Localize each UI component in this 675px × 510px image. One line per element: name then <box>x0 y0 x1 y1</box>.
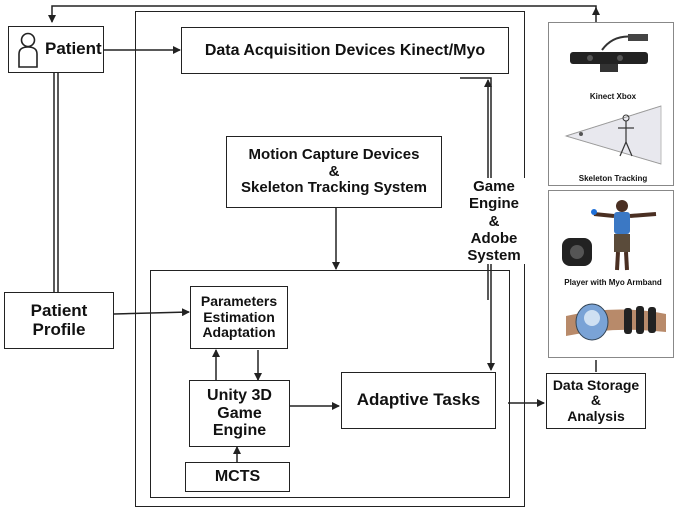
patient-profile-node: Patient Profile <box>4 292 114 349</box>
mcts-label: MCTS <box>214 468 261 486</box>
profile-to-parameters-arrow <box>113 308 190 317</box>
patient-node: Patient <box>8 26 104 73</box>
acquisition-to-tasks-arrow <box>460 77 495 371</box>
adaptive-tasks-label: Adaptive Tasks <box>356 390 481 410</box>
patient-label: Patient <box>45 39 102 59</box>
parameters-label: Parameters Estimation Adaptation <box>200 293 278 341</box>
player-myo-image <box>562 200 657 271</box>
person-icon <box>18 32 38 68</box>
data-acquisition-node: Data Acquisition Devices Kinect/Myo <box>181 27 509 74</box>
mcts-node: MCTS <box>185 462 290 492</box>
data-storage-label: Data Storage & Analysis <box>552 376 640 424</box>
myo-armband-image <box>566 303 666 341</box>
skeleton-tracking-image <box>564 105 662 165</box>
inner-frame <box>150 270 510 498</box>
kinect-image-panel <box>548 22 674 186</box>
adaptive-tasks-node: Adaptive Tasks <box>341 372 496 429</box>
kinect-caption: Kinect Xbox <box>589 92 637 101</box>
kinect-device-image <box>570 34 648 72</box>
game-engine-adobe-label: Game Engine & Adobe System <box>458 178 530 265</box>
player-caption: Player with Myo Armband <box>564 278 662 287</box>
motion-capture-node: Motion Capture Devices & Skeleton Tracki… <box>226 136 442 208</box>
data-storage-node: Data Storage & Analysis <box>546 373 646 429</box>
motion-capture-label: Motion Capture Devices & Skeleton Tracki… <box>241 146 427 197</box>
patient-profile-label: Patient Profile <box>30 300 88 339</box>
data-acquisition-label: Data Acquisition Devices Kinect/Myo <box>204 41 486 59</box>
skeleton-caption: Skeleton Tracking <box>578 174 648 183</box>
unity-label: Unity 3D Game Engine <box>207 387 272 440</box>
parameters-node: Parameters Estimation Adaptation <box>190 286 288 349</box>
unity-node: Unity 3D Game Engine <box>189 380 290 447</box>
myo-image-panel <box>548 190 674 358</box>
